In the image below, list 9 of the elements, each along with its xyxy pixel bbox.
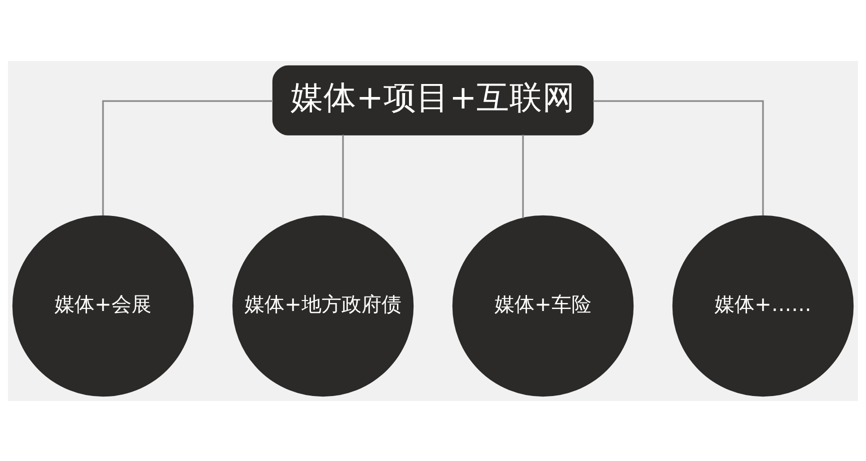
connector	[522, 134, 524, 218]
node-circle: 媒体+会展	[12, 214, 194, 396]
node-circle: 媒体+车险	[452, 214, 634, 396]
node-box: 媒体+项目+互联网	[272, 64, 594, 135]
connector	[342, 134, 344, 218]
node-circle: 媒体+……	[672, 214, 854, 396]
connector	[593, 100, 764, 215]
connector	[102, 100, 273, 215]
node-circle: 媒体+地方政府债	[232, 214, 414, 396]
